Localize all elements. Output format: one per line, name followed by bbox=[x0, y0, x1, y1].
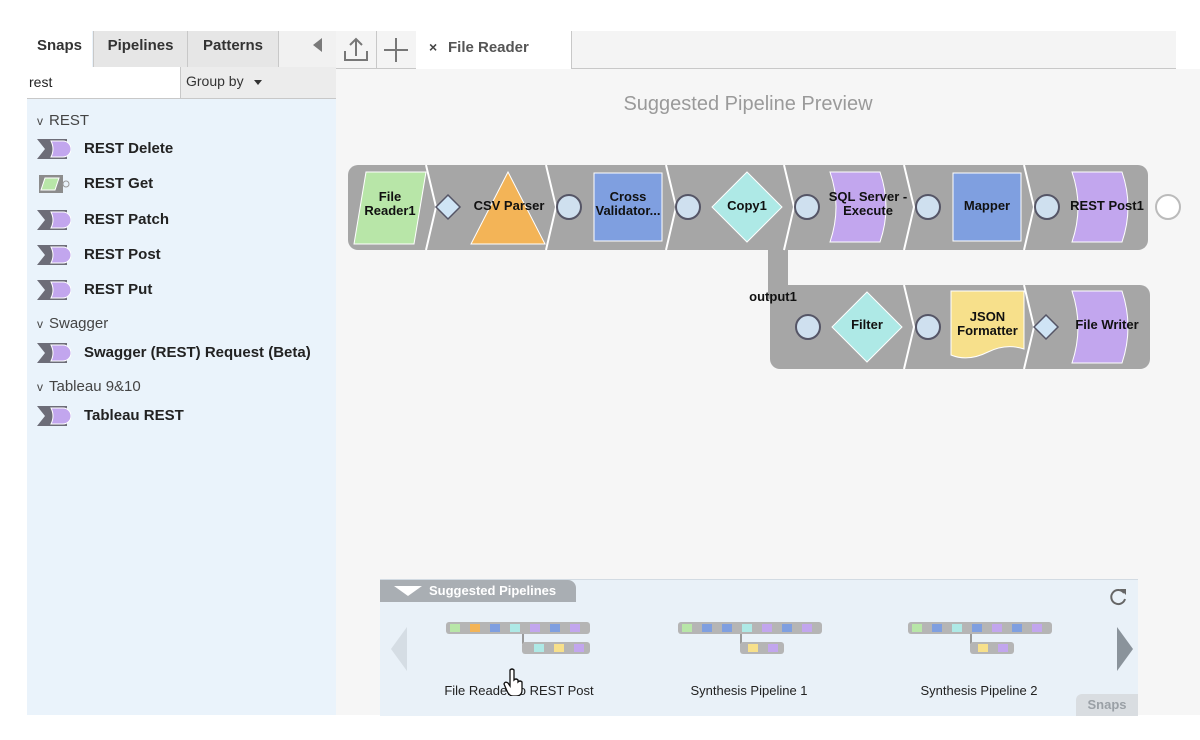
tab-bar-filler bbox=[279, 31, 336, 67]
unconnected-port-circle bbox=[1155, 194, 1181, 220]
chevron-down-icon: v bbox=[37, 317, 43, 331]
category-label: REST bbox=[49, 112, 90, 129]
chevron-down-icon: v bbox=[37, 114, 43, 128]
node-label-cross-validator: Cross Validator... bbox=[595, 189, 661, 218]
write-snap-icon bbox=[37, 245, 71, 265]
category-tableau[interactable]: v Tableau 9&10 bbox=[37, 378, 141, 395]
read-snap-icon bbox=[39, 175, 70, 193]
snap-label: REST Put bbox=[84, 281, 153, 298]
tab-patterns[interactable]: Patterns bbox=[187, 31, 279, 67]
snap-item-rest-delete[interactable]: REST Delete bbox=[37, 137, 332, 163]
snaps-tab[interactable]: Snaps bbox=[1076, 694, 1138, 716]
file-writer-snap bbox=[1071, 290, 1129, 364]
sql-server-snap bbox=[829, 171, 887, 243]
snap-item-rest-get[interactable]: REST Get bbox=[37, 172, 332, 198]
group-by-label: Group by bbox=[186, 73, 244, 89]
write-snap-icon bbox=[37, 406, 71, 426]
filter-snap bbox=[831, 291, 903, 363]
node-label-csv-parser: CSV Parser bbox=[473, 198, 545, 213]
snap-label: REST Delete bbox=[84, 140, 174, 157]
snap-catalog-panel: Snaps Pipelines Patterns rest Group by v… bbox=[27, 31, 337, 715]
tab-snaps[interactable]: Snaps bbox=[27, 31, 92, 67]
tab-title: File Reader bbox=[448, 39, 529, 56]
mapper-snap bbox=[952, 172, 1022, 242]
node-label-rest-post: REST Post1 bbox=[1070, 198, 1144, 213]
write-snap-icon bbox=[37, 280, 71, 300]
cross-validator-snap bbox=[593, 172, 663, 242]
snap-item-rest-post[interactable]: REST Post bbox=[37, 243, 332, 269]
node-label-file-writer: File Writer bbox=[1075, 317, 1139, 332]
write-snap-icon bbox=[37, 343, 71, 363]
file-reader-snap bbox=[353, 171, 427, 245]
snap-label: REST Patch bbox=[84, 211, 170, 228]
output-port-circle bbox=[915, 194, 941, 220]
prev-arrow-icon[interactable] bbox=[389, 627, 409, 671]
suggested-pipeline-name[interactable]: Synthesis Pipeline 2 bbox=[920, 683, 1038, 698]
snap-label: REST Get bbox=[84, 175, 154, 192]
designer-toolbar: × File Reader bbox=[336, 31, 1176, 69]
pipeline-thumbnail[interactable] bbox=[678, 620, 822, 660]
tab-pipelines[interactable]: Pipelines bbox=[93, 31, 187, 67]
output-port-circle bbox=[794, 194, 820, 220]
upload-button[interactable] bbox=[336, 31, 377, 68]
node-label-filter: Filter bbox=[851, 317, 883, 332]
output-port-diamond bbox=[1032, 313, 1060, 341]
output-port-circle bbox=[795, 314, 821, 340]
search-input[interactable]: rest bbox=[27, 67, 180, 99]
chevron-down-icon: v bbox=[37, 380, 43, 394]
node-label-mapper: Mapper bbox=[963, 198, 1011, 213]
suggested-pipelines-panel: Suggested Pipelines bbox=[380, 579, 1138, 716]
node-label-copy: Copy1 bbox=[727, 198, 767, 213]
upload-icon bbox=[344, 37, 368, 61]
category-rest[interactable]: v REST bbox=[37, 112, 89, 129]
category-swagger[interactable]: v Swagger bbox=[37, 315, 108, 332]
chevron-down-icon bbox=[253, 79, 262, 85]
group-by-dropdown[interactable]: Group by bbox=[180, 67, 336, 99]
collapse-panel-icon[interactable] bbox=[313, 38, 322, 52]
collapse-triangle-icon bbox=[394, 586, 422, 596]
suggested-pipelines-header[interactable]: Suggested Pipelines bbox=[380, 580, 576, 602]
add-pipeline-button[interactable] bbox=[376, 31, 417, 68]
output-port-diamond bbox=[434, 193, 462, 221]
write-snap-icon bbox=[37, 139, 71, 159]
output-port-circle bbox=[1034, 194, 1060, 220]
preview-title: Suggested Pipeline Preview bbox=[623, 93, 873, 115]
snap-label: Swagger (REST) Request (Beta) bbox=[84, 344, 311, 361]
hand-cursor-icon bbox=[503, 668, 523, 696]
category-label: Tableau 9&10 bbox=[49, 378, 141, 395]
csv-parser-snap bbox=[470, 170, 546, 245]
close-tab-icon[interactable]: × bbox=[429, 39, 438, 55]
output-port-circle bbox=[915, 314, 941, 340]
category-label: Swagger bbox=[49, 315, 109, 332]
branch-connector bbox=[768, 239, 788, 299]
pipeline-thumbnail[interactable] bbox=[908, 620, 1052, 660]
tab-file-reader[interactable]: × File Reader bbox=[416, 31, 572, 69]
pipeline-thumbnail[interactable] bbox=[446, 620, 590, 660]
suggested-pipelines-title: Suggested Pipelines bbox=[429, 583, 557, 598]
snap-label: REST Post bbox=[84, 246, 161, 263]
refresh-icon[interactable] bbox=[1107, 585, 1129, 607]
snap-item-rest-patch[interactable]: REST Patch bbox=[37, 208, 332, 234]
json-formatter-snap bbox=[950, 290, 1025, 359]
output-port-circle bbox=[675, 194, 701, 220]
write-snap-icon bbox=[37, 210, 71, 230]
output-port-circle bbox=[556, 194, 582, 220]
copy-snap bbox=[711, 171, 783, 243]
snap-item-rest-put[interactable]: REST Put bbox=[37, 278, 332, 304]
next-arrow-icon[interactable] bbox=[1115, 627, 1135, 671]
suggested-pipeline-name[interactable]: Synthesis Pipeline 1 bbox=[690, 683, 808, 698]
pipeline-diagram bbox=[348, 164, 1181, 370]
snap-item-swagger-request[interactable]: Swagger (REST) Request (Beta) bbox=[37, 341, 332, 367]
node-label-sql-server: SQL Server - Execute bbox=[828, 189, 908, 218]
rest-post-snap bbox=[1071, 171, 1129, 243]
node-label-json-formatter: JSON Formatter bbox=[957, 309, 1018, 338]
snap-item-tableau-rest[interactable]: Tableau REST bbox=[37, 404, 332, 430]
node-label-file-reader: File Reader1 bbox=[364, 189, 416, 218]
branch-output-label: output1 bbox=[749, 289, 797, 304]
plus-icon bbox=[384, 38, 408, 62]
snap-label: Tableau REST bbox=[84, 407, 184, 424]
